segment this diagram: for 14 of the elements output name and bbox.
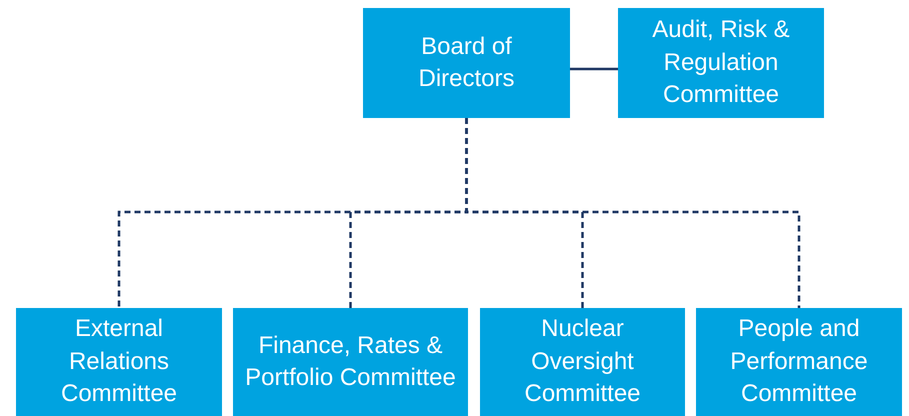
connector-line — [570, 68, 618, 70]
box-label: Finance, Rates & Portfolio Committee — [244, 330, 457, 393]
committee-box — [16, 308, 222, 416]
box-label: Audit, Risk & Regulation Committee — [651, 15, 791, 110]
committee-box — [618, 8, 824, 118]
committee-box — [696, 308, 902, 416]
committee-box — [363, 8, 570, 118]
committee-box — [233, 308, 468, 416]
connector-line — [465, 118, 800, 308]
box-label: People and Performance Committee — [729, 314, 869, 410]
box-label: Nuclear Oversight Committee — [523, 314, 642, 410]
committee-box — [480, 308, 685, 416]
box-label: Board of Directors — [417, 32, 516, 94]
box-label: External Relations Committee — [60, 314, 178, 410]
